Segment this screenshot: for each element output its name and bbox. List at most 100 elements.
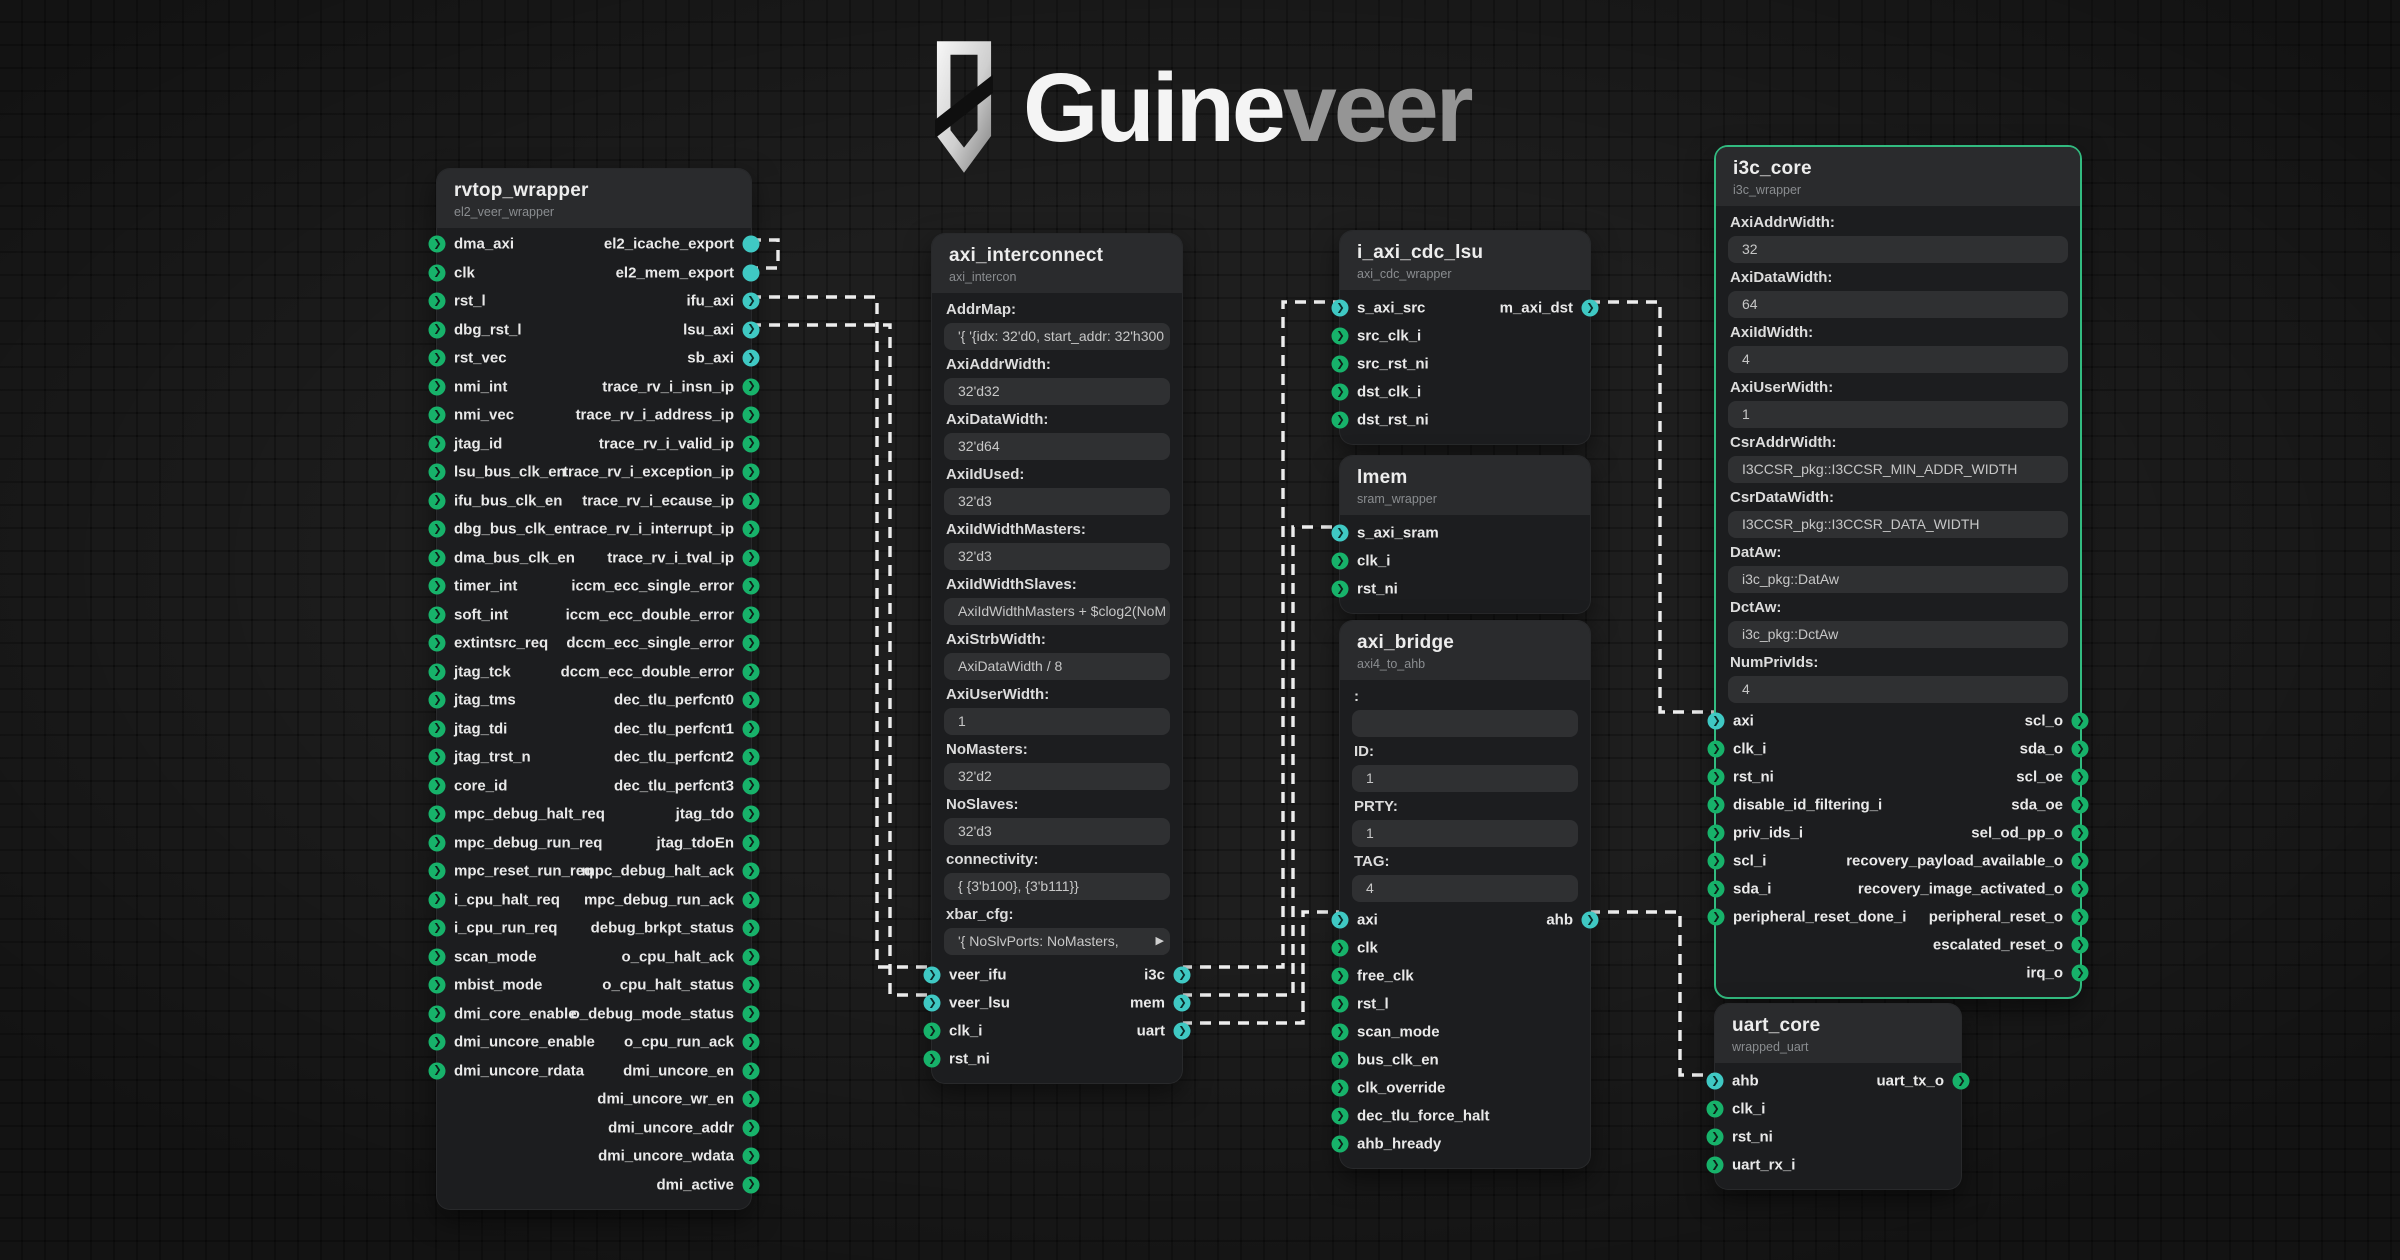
port-connector-mpc_debug_run_req[interactable]: ❯: [428, 834, 446, 852]
port-connector-dec_tlu_perfcnt1[interactable]: ❯: [742, 720, 760, 738]
field-input[interactable]: '{ NoSlvPorts: NoMasters,▶: [944, 928, 1170, 955]
port-connector-mpc_reset_run_req[interactable]: ❯: [428, 862, 446, 880]
port-connector-i_cpu_halt_req[interactable]: ❯: [428, 891, 446, 909]
field-input[interactable]: 1: [1728, 401, 2068, 428]
port-connector-nmi_vec[interactable]: ❯: [428, 406, 446, 424]
port-connector-uart_rx_i[interactable]: ❯: [1706, 1156, 1724, 1174]
field-input[interactable]: 32'd32: [944, 378, 1170, 405]
port-connector-rst_ni[interactable]: ❯: [923, 1050, 941, 1068]
port-connector-dmi_uncore_addr[interactable]: ❯: [742, 1119, 760, 1137]
port-connector-scl_o[interactable]: ❯: [2071, 712, 2089, 730]
wire-el2_icache_export-to-el2_mem_export[interactable]: [750, 238, 780, 270]
port-connector-o_cpu_halt_status[interactable]: ❯: [742, 976, 760, 994]
field-input[interactable]: I3CCSR_pkg::I3CCSR_DATA_WIDTH: [1728, 511, 2068, 538]
port-connector-dccm_ecc_single_error[interactable]: ❯: [742, 634, 760, 652]
port-connector-sda_o[interactable]: ❯: [2071, 740, 2089, 758]
field-input[interactable]: 1: [944, 708, 1170, 735]
field-input[interactable]: i3c_pkg::DatAw: [1728, 566, 2068, 593]
port-connector-axi[interactable]: ❯: [1331, 911, 1349, 929]
port-connector-dmi_active[interactable]: ❯: [742, 1176, 760, 1194]
port-connector-dbg_bus_clk_en[interactable]: ❯: [428, 520, 446, 538]
field-input[interactable]: 32'd3: [944, 488, 1170, 515]
field-input[interactable]: [1352, 710, 1578, 737]
port-connector-m_axi_dst[interactable]: ❯: [1581, 299, 1599, 317]
port-connector-ifu_bus_clk_en[interactable]: ❯: [428, 492, 446, 510]
port-connector-jtag_tdi[interactable]: ❯: [428, 720, 446, 738]
port-connector-clk_i[interactable]: ❯: [923, 1022, 941, 1040]
field-input[interactable]: 1: [1352, 765, 1578, 792]
port-connector-jtag_tdoEn[interactable]: ❯: [742, 834, 760, 852]
port-connector-src_clk_i[interactable]: ❯: [1331, 327, 1349, 345]
field-input[interactable]: 4: [1728, 346, 2068, 373]
port-connector-rst_ni[interactable]: ❯: [1706, 1128, 1724, 1146]
port-connector-dccm_ecc_double_error[interactable]: ❯: [742, 663, 760, 681]
field-input[interactable]: 4: [1352, 875, 1578, 902]
port-connector-lsu_axi[interactable]: ❯: [742, 321, 760, 339]
port-connector-o_cpu_halt_ack[interactable]: ❯: [742, 948, 760, 966]
port-connector-jtag_tms[interactable]: ❯: [428, 691, 446, 709]
field-input[interactable]: 1: [1352, 820, 1578, 847]
port-connector-dmi_uncore_wr_en[interactable]: ❯: [742, 1090, 760, 1108]
port-connector-i_cpu_run_req[interactable]: ❯: [428, 919, 446, 937]
port-connector-mpc_debug_halt_ack[interactable]: ❯: [742, 862, 760, 880]
wire-uart-to-axi_bridge-axi[interactable]: [1181, 910, 1339, 1025]
port-connector-recovery_payload_available_o[interactable]: ❯: [2071, 852, 2089, 870]
port-connector-jtag_tck[interactable]: ❯: [428, 663, 446, 681]
port-connector-mpc_debug_halt_req[interactable]: ❯: [428, 805, 446, 823]
port-connector-rst_ni[interactable]: ❯: [1707, 768, 1725, 786]
field-input[interactable]: 4: [1728, 676, 2068, 703]
port-connector-dma_axi[interactable]: ❯: [428, 235, 446, 253]
port-connector-trace_rv_i_ecause_ip[interactable]: ❯: [742, 492, 760, 510]
port-connector-free_clk[interactable]: ❯: [1331, 967, 1349, 985]
field-input[interactable]: 32'd3: [944, 818, 1170, 845]
field-input[interactable]: 32'd2: [944, 763, 1170, 790]
port-connector-scl_i[interactable]: ❯: [1707, 852, 1725, 870]
field-input[interactable]: 32'd64: [944, 433, 1170, 460]
field-input[interactable]: i3c_pkg::DctAw: [1728, 621, 2068, 648]
port-connector-scan_mode[interactable]: ❯: [1331, 1023, 1349, 1041]
port-connector-priv_ids_i[interactable]: ❯: [1707, 824, 1725, 842]
port-connector-i3c[interactable]: ❯: [1173, 966, 1191, 984]
port-connector-mem[interactable]: ❯: [1173, 994, 1191, 1012]
port-connector-rst_vec[interactable]: ❯: [428, 349, 446, 367]
port-connector-uart[interactable]: ❯: [1173, 1022, 1191, 1040]
port-connector-bus_clk_en[interactable]: ❯: [1331, 1051, 1349, 1069]
port-connector-sda_oe[interactable]: ❯: [2071, 796, 2089, 814]
port-connector-mbist_mode[interactable]: ❯: [428, 976, 446, 994]
port-connector-clk_i[interactable]: ❯: [1331, 552, 1349, 570]
port-connector-src_rst_ni[interactable]: ❯: [1331, 355, 1349, 373]
port-connector-clk_override[interactable]: ❯: [1331, 1079, 1349, 1097]
port-connector-jtag_tdo[interactable]: ❯: [742, 805, 760, 823]
port-connector-s_axi_src[interactable]: ❯: [1331, 299, 1349, 317]
port-connector-o_cpu_run_ack[interactable]: ❯: [742, 1033, 760, 1051]
port-connector-scan_mode[interactable]: ❯: [428, 948, 446, 966]
port-connector-clk[interactable]: ❯: [428, 264, 446, 282]
port-connector-debug_brkpt_status[interactable]: ❯: [742, 919, 760, 937]
port-connector-dec_tlu_force_halt[interactable]: ❯: [1331, 1107, 1349, 1125]
port-connector-dst_rst_ni[interactable]: ❯: [1331, 411, 1349, 429]
port-connector-recovery_image_activated_o[interactable]: ❯: [2071, 880, 2089, 898]
port-connector-sel_od_pp_o[interactable]: ❯: [2071, 824, 2089, 842]
field-input[interactable]: I3CCSR_pkg::I3CCSR_MIN_ADDR_WIDTH: [1728, 456, 2068, 483]
field-input[interactable]: 64: [1728, 291, 2068, 318]
port-connector-dec_tlu_perfcnt3[interactable]: ❯: [742, 777, 760, 795]
port-connector-dmi_uncore_rdata[interactable]: ❯: [428, 1062, 446, 1080]
field-input[interactable]: 32: [1728, 236, 2068, 263]
port-connector-timer_int[interactable]: ❯: [428, 577, 446, 595]
port-connector-dmi_uncore_wdata[interactable]: ❯: [742, 1147, 760, 1165]
wire-i3c-to-s_axi_src[interactable]: [1181, 300, 1339, 969]
port-connector-ahb_hready[interactable]: ❯: [1331, 1135, 1349, 1153]
field-input[interactable]: AxiIdWidthMasters + $clog2(NoM: [944, 598, 1170, 625]
port-connector-trace_rv_i_tval_ip[interactable]: ❯: [742, 549, 760, 567]
port-connector-jtag_trst_n[interactable]: ❯: [428, 748, 446, 766]
port-connector-veer_lsu[interactable]: ❯: [923, 994, 941, 1012]
